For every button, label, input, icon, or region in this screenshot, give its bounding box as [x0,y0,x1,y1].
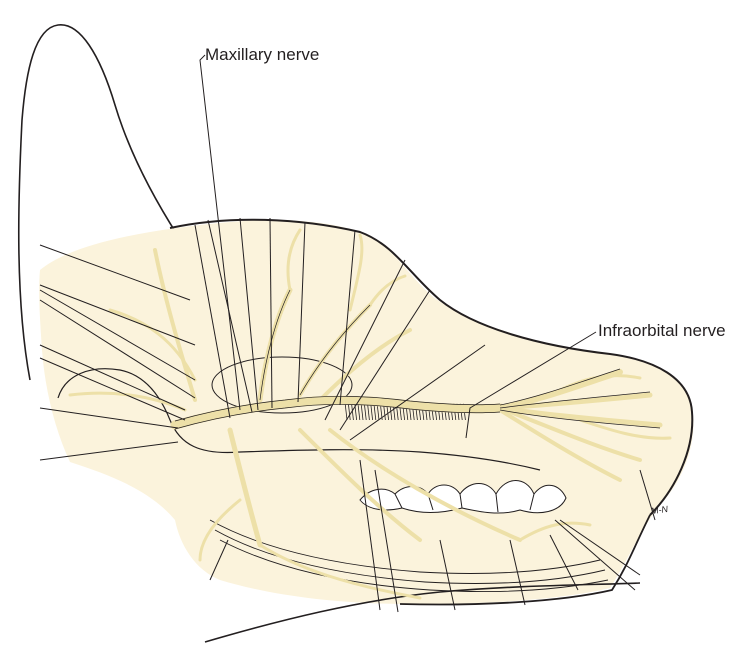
neck-outline [204,582,641,643]
nerve-edges [174,289,661,430]
ear-outline [17,24,179,381]
hatch-stroke [344,401,348,421]
head-region [39,220,694,605]
leader-lines [39,54,656,613]
label-infraorbital-nerve: Infraorbital nerve [598,321,726,340]
skull-outline [57,368,541,471]
jaw-outline [399,514,651,606]
head-outline-top [169,218,694,516]
orbit [211,356,353,414]
hatch-stroke [347,402,351,421]
label-maxillary-nerve: Maxillary nerve [205,45,320,64]
